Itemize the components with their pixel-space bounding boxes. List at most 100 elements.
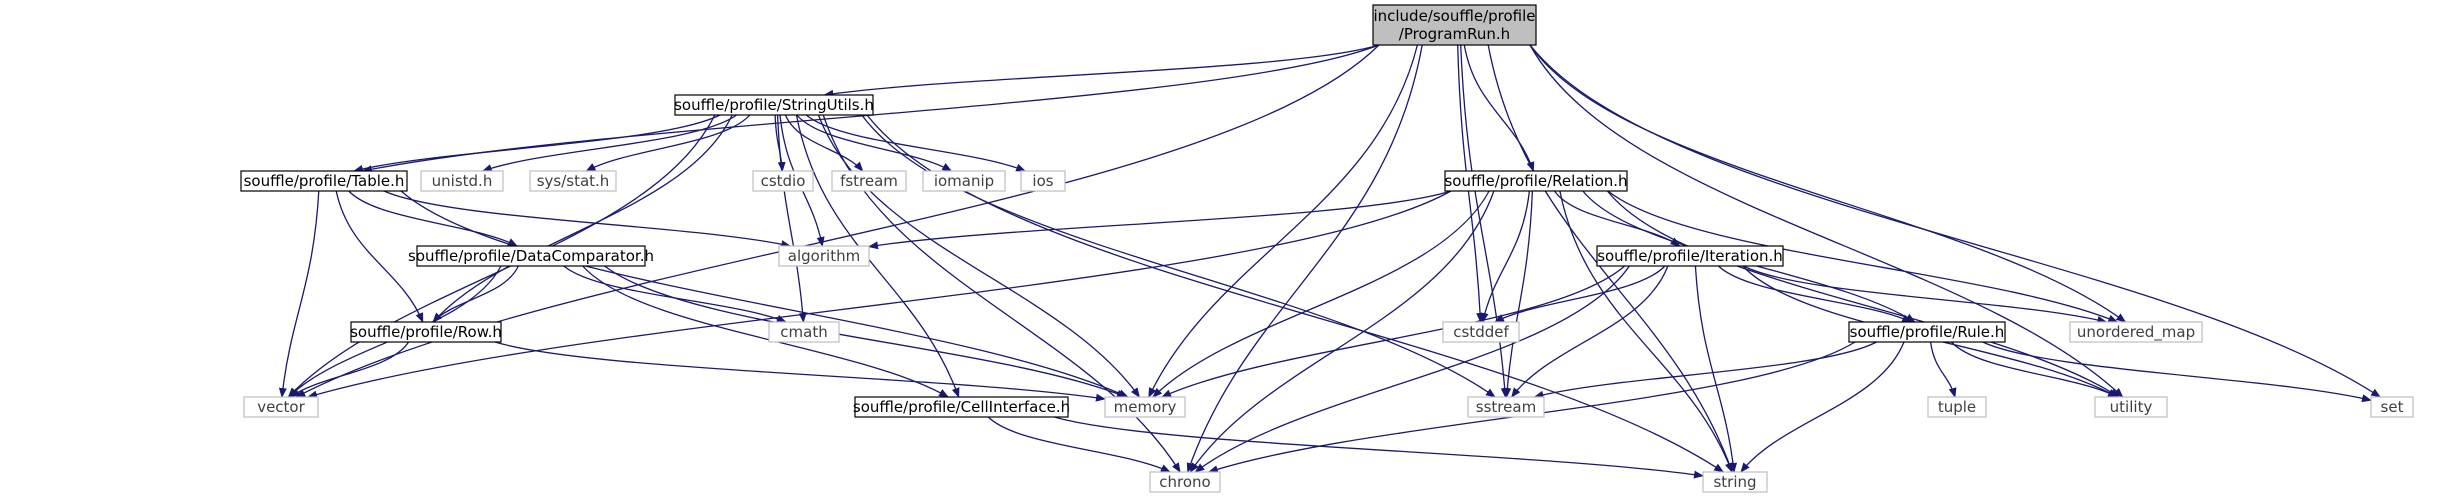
- edge-iteration-to-rule: [1717, 265, 1913, 323]
- node-label: utility: [2110, 398, 2153, 416]
- node-box: [1596, 245, 1784, 267]
- edge-datacomparator-to-memory: [604, 265, 1127, 398]
- node-box: [1372, 4, 1537, 46]
- edge-stringutils-to-ios: [805, 114, 1027, 172]
- edge-stringutils-to-memory: [817, 114, 1140, 398]
- node-sstream: sstream: [1467, 396, 1545, 418]
- node-box: [778, 245, 870, 267]
- node-box: [1020, 170, 1066, 192]
- edge-stringutils-to-sstream: [861, 114, 1496, 398]
- node-box: [2094, 396, 2168, 418]
- node-box: [1927, 396, 1987, 418]
- node-label: sys/stat.h: [537, 172, 610, 190]
- node-label: include/souffle/profile: [1373, 7, 1535, 25]
- edge-table-to-row: [335, 190, 424, 323]
- node-box: [752, 170, 814, 192]
- node-label: souffle/profile/StringUtils.h: [674, 96, 874, 114]
- node-rule[interactable]: souffle/profile/Rule.h: [1848, 321, 2006, 343]
- node-cellinterface[interactable]: souffle/profile/CellInterface.h: [853, 396, 1070, 418]
- node-unistd: unistd.h: [420, 170, 504, 192]
- edge-stringutils-to-iomanip: [796, 114, 953, 172]
- node-box: [1467, 396, 1545, 418]
- node-box: [1444, 170, 1628, 192]
- node-box: [529, 170, 617, 192]
- node-table[interactable]: souffle/profile/Table.h: [240, 170, 408, 192]
- edge-root-to-string: [1487, 44, 1733, 473]
- edge-datacomparator-to-cellinterface: [582, 265, 949, 398]
- node-tuple: tuple: [1927, 396, 1987, 418]
- edge-stringutils-to-cellinterface: [795, 114, 960, 398]
- edge-rule-to-chrono: [1207, 341, 1856, 474]
- edge-root-to-set: [1529, 44, 2381, 398]
- edge-row-to-memory: [494, 341, 1106, 402]
- edge-datacomparator-to-cmath: [563, 265, 787, 323]
- edge-iteration-to-sstream: [1511, 265, 1669, 398]
- edge-stringutils-to-row: [432, 114, 733, 323]
- node-iteration[interactable]: souffle/profile/Iteration.h: [1596, 245, 1784, 267]
- node-set: set: [2370, 396, 2414, 418]
- node-label: algorithm: [788, 247, 860, 265]
- node-datacomparator[interactable]: souffle/profile/DataComparator.h: [408, 245, 654, 267]
- node-unordered-map: unordered_map: [2069, 321, 2203, 343]
- node-label: memory: [1114, 398, 1177, 416]
- edge-relation-to-cstddef: [1480, 190, 1531, 323]
- node-box: [1149, 471, 1221, 493]
- edge-table-to-algorithm: [383, 190, 792, 249]
- node-row[interactable]: souffle/profile/Row.h: [350, 321, 502, 343]
- edge-cellinterface-to-chrono: [987, 416, 1171, 473]
- node-box: [854, 396, 1069, 418]
- node-label: cstddef: [1453, 323, 1509, 341]
- node-box: [2069, 321, 2203, 343]
- node-chrono: chrono: [1149, 471, 1221, 493]
- node-box: [1848, 321, 2006, 343]
- node-fstream: fstream: [831, 170, 907, 192]
- edge-stringutils-to-chrono: [822, 114, 1181, 473]
- node-label: souffle/profile/Iteration.h: [1597, 247, 1783, 265]
- edge-iteration-to-cstddef: [1494, 265, 1666, 323]
- node-box: [243, 396, 319, 418]
- edge-relation-to-vector: [307, 190, 1452, 399]
- node-memory: memory: [1104, 396, 1186, 418]
- node-string: string: [1702, 471, 1768, 493]
- edge-root-to-relation: [1463, 44, 1535, 172]
- node-box: [1702, 471, 1768, 493]
- node-vector: vector: [243, 396, 319, 418]
- node-relation[interactable]: souffle/profile/Relation.h: [1444, 170, 1628, 192]
- edge-relation-to-string: [1559, 190, 1733, 473]
- edge-root-to-unordered_map: [1529, 44, 2127, 323]
- node-ios: ios: [1020, 170, 1066, 192]
- node-label: souffle/profile/CellInterface.h: [853, 398, 1070, 416]
- node-stringutils[interactable]: souffle/profile/StringUtils.h: [674, 94, 874, 116]
- node-label: unistd.h: [432, 172, 493, 190]
- node-box: [1104, 396, 1186, 418]
- edge-relation-to-utility: [1606, 190, 2120, 398]
- node-label: sstream: [1476, 398, 1536, 416]
- edge-rule-to-set: [1982, 341, 2372, 403]
- node-box: [831, 170, 907, 192]
- node-sysstat: sys/stat.h: [529, 170, 617, 192]
- node-cmath: cmath: [768, 321, 840, 343]
- node-label: set: [2381, 398, 2404, 416]
- edge-stringutils-to-unistd: [481, 114, 737, 172]
- node-box: [350, 321, 502, 343]
- edge-iteration-to-string: [1694, 265, 1738, 473]
- node-label: souffle/profile/DataComparator.h: [408, 247, 654, 265]
- edge-layer: [278, 44, 2381, 479]
- node-box: [1442, 321, 1520, 343]
- node-label: cmath: [780, 323, 827, 341]
- node-box: [416, 245, 646, 267]
- node-utility: utility: [2094, 396, 2168, 418]
- edge-rule-to-string: [1740, 341, 1905, 473]
- node-cstdio: cstdio: [752, 170, 814, 192]
- edge-relation-to-unordered_map: [1607, 190, 2119, 323]
- node-box: [768, 321, 840, 343]
- node-root[interactable]: include/souffle/profile/ProgramRun.h: [1372, 4, 1537, 46]
- edge-root-to-utility: [1529, 44, 2124, 398]
- node-label: tuple: [1938, 398, 1976, 416]
- node-label: /ProgramRun.h: [1399, 25, 1510, 43]
- node-label: souffle/profile/Rule.h: [1850, 323, 2005, 341]
- edge-table-to-vector: [278, 190, 320, 398]
- edge-root-to-sstream: [1460, 44, 1509, 398]
- node-box: [922, 170, 1006, 192]
